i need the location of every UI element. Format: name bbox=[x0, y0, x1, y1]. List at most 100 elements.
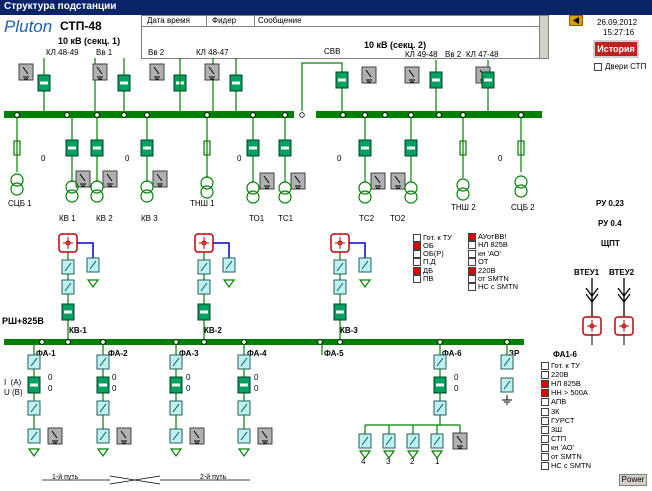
fa-legend-check-9 bbox=[541, 443, 549, 452]
kv-legend-r-check-0 bbox=[468, 233, 476, 241]
fa2-reading-a: 0 bbox=[112, 373, 117, 382]
kv-legend-label-3: П.Д bbox=[423, 257, 436, 266]
feeder-label-kl-47-48: КЛ 47-48 bbox=[466, 50, 499, 59]
reading-scb1: 0 bbox=[41, 154, 46, 163]
fa-legend-check-2 bbox=[541, 380, 549, 389]
fa-legend-check-11 bbox=[541, 462, 549, 471]
kv-legend-r-label-5: от SMTN bbox=[478, 274, 509, 283]
fa-legend-label-6: ГУРСТ bbox=[551, 415, 575, 425]
arrow-left-icon bbox=[573, 17, 579, 24]
out-label-tnsh2: ТНШ 2 bbox=[451, 203, 476, 212]
event-log-header: Дата время Фидер Сообщение bbox=[142, 16, 540, 27]
fa3-label: ФА-3 bbox=[179, 349, 199, 358]
fa6-label: ФА-6 bbox=[442, 349, 462, 358]
iu-label: I (A) U (B) bbox=[4, 378, 23, 397]
feeder-label-kl-48-47: КЛ 48-47 bbox=[196, 48, 229, 57]
track-2: 2 bbox=[410, 457, 415, 466]
col-datetime[interactable]: Дата время bbox=[147, 16, 190, 25]
shpt-label[interactable]: ЩПТ bbox=[601, 239, 620, 248]
track-3: 3 bbox=[386, 457, 391, 466]
fa-legend-label-9: кн 'АО' bbox=[551, 442, 575, 452]
title-bar: Структура подстанции bbox=[0, 0, 652, 15]
col-feeder[interactable]: Фидер bbox=[212, 16, 237, 25]
kv-legend-check-0 bbox=[413, 234, 421, 242]
fa-legend-check-4 bbox=[541, 398, 549, 407]
section-2-label: 10 кВ (секц. 2) bbox=[364, 40, 427, 50]
bus-section-1 bbox=[4, 111, 294, 118]
vteu1-label: ВТЕУ1 bbox=[574, 268, 600, 277]
fa-legend-check-6 bbox=[541, 416, 549, 425]
out-label-to2: ТО2 bbox=[390, 214, 406, 223]
kv-legend-check-1 bbox=[413, 242, 421, 250]
zr-label: ЗР bbox=[509, 349, 520, 358]
doors-checkbox[interactable] bbox=[594, 63, 602, 71]
fa-legend-check-7 bbox=[541, 425, 549, 434]
reading-scb2: 0 bbox=[498, 154, 503, 163]
power-button[interactable]: Power bbox=[619, 474, 647, 486]
reading-to1: 0 bbox=[237, 154, 242, 163]
kv-legend-r-check-1 bbox=[468, 241, 476, 249]
reading-kv3: 0 bbox=[125, 154, 130, 163]
fa6-reading-b: 0 bbox=[454, 384, 459, 393]
event-arrow-button[interactable] bbox=[569, 15, 583, 26]
section-1-label: 10 кВ (секц. 1) bbox=[58, 36, 121, 46]
fa-legend-label-2: НЛ 825В bbox=[551, 379, 581, 389]
fa-legend-title: ФА1-6 bbox=[553, 350, 577, 359]
fa-legend-label-5: 3К bbox=[551, 406, 560, 416]
fa1-reading-b: 0 bbox=[48, 384, 53, 393]
kv-legend-r-check-4 bbox=[468, 267, 476, 275]
out-label-ts1: ТС1 bbox=[278, 214, 294, 223]
fa1-reading-a: 0 bbox=[48, 373, 53, 382]
kv-legend-label-2: ОБ(Р) bbox=[423, 249, 444, 258]
event-log[interactable]: Дата время Фидер Сообщение bbox=[141, 15, 541, 59]
kv-legend-label-4: ДБ bbox=[423, 266, 434, 275]
out-label-scb1: СЦБ 1 bbox=[8, 199, 32, 208]
kv-legend-check-4 bbox=[413, 267, 421, 275]
station-name: СТП-48 bbox=[60, 19, 102, 33]
feeder-label-vv2-left: Вв 2 bbox=[148, 48, 165, 57]
kv-legend-label-1: ОБ bbox=[423, 241, 434, 250]
kv-legend-r-label-6: НС с SMTN bbox=[478, 282, 518, 291]
kv-legend-r-check-5 bbox=[468, 275, 476, 283]
clock-date: 26.09.2012 bbox=[597, 18, 638, 27]
fa4-reading-a: 0 bbox=[254, 373, 259, 382]
out-label-kv2: КВ 2 bbox=[96, 214, 113, 223]
fa3-reading-a: 0 bbox=[186, 373, 191, 382]
fa-legend-label-4: АПВ bbox=[551, 397, 567, 407]
kv1-label: КВ-1 bbox=[69, 326, 87, 335]
kv-legend-r-label-0: АУотВВ! bbox=[478, 232, 507, 241]
fa-legend-label-10: от SMTN bbox=[551, 452, 582, 461]
bus-section-2 bbox=[316, 111, 542, 118]
kv-legend-check-2 bbox=[413, 250, 421, 258]
history-button[interactable]: История bbox=[593, 40, 639, 58]
reading-ts2: 0 bbox=[337, 154, 342, 163]
ru04-label[interactable]: РУ 0.4 bbox=[598, 219, 622, 228]
fa2-reading-b: 0 bbox=[112, 384, 117, 393]
kv-legend-r-label-2: кн 'АО' bbox=[478, 249, 502, 258]
out-label-to1: ТО1 bbox=[249, 214, 265, 223]
fa3-reading-b: 0 bbox=[186, 384, 191, 393]
out-label-tnsh1: ТНШ 1 bbox=[190, 199, 215, 208]
fa5-label: ФА-5 bbox=[324, 349, 344, 358]
clock-time: 15:27:16 bbox=[603, 28, 635, 37]
fa-legend-label-7: 3Ш bbox=[551, 424, 563, 434]
event-log-scrollbar[interactable] bbox=[539, 15, 549, 59]
fa1-label: ФА-1 bbox=[36, 349, 56, 358]
fa-legend-check-10 bbox=[541, 453, 549, 461]
pluton-logo: Pluton bbox=[4, 17, 53, 36]
track-1: 1 bbox=[435, 457, 440, 466]
ru023-label[interactable]: РУ 0.23 bbox=[596, 199, 624, 208]
col-message[interactable]: Сообщение bbox=[258, 16, 302, 25]
vteu2-label: ВТЕУ2 bbox=[609, 268, 635, 277]
kv-legend-r-check-3 bbox=[468, 258, 476, 266]
fa-legend-check-1 bbox=[541, 371, 549, 380]
fa-legend-label-8: СТП bbox=[551, 433, 567, 443]
kv-legend-label-0: Гот. к ТУ bbox=[423, 233, 453, 242]
fa6-reading-a: 0 bbox=[454, 373, 459, 382]
window-title: Структура подстанции bbox=[4, 1, 117, 12]
kv3-label: КВ-3 bbox=[340, 326, 358, 335]
rsh-label: РШ+825В bbox=[2, 316, 44, 326]
kv-legend-check-5 bbox=[413, 275, 421, 283]
fa-legend-check-5 bbox=[541, 407, 549, 416]
